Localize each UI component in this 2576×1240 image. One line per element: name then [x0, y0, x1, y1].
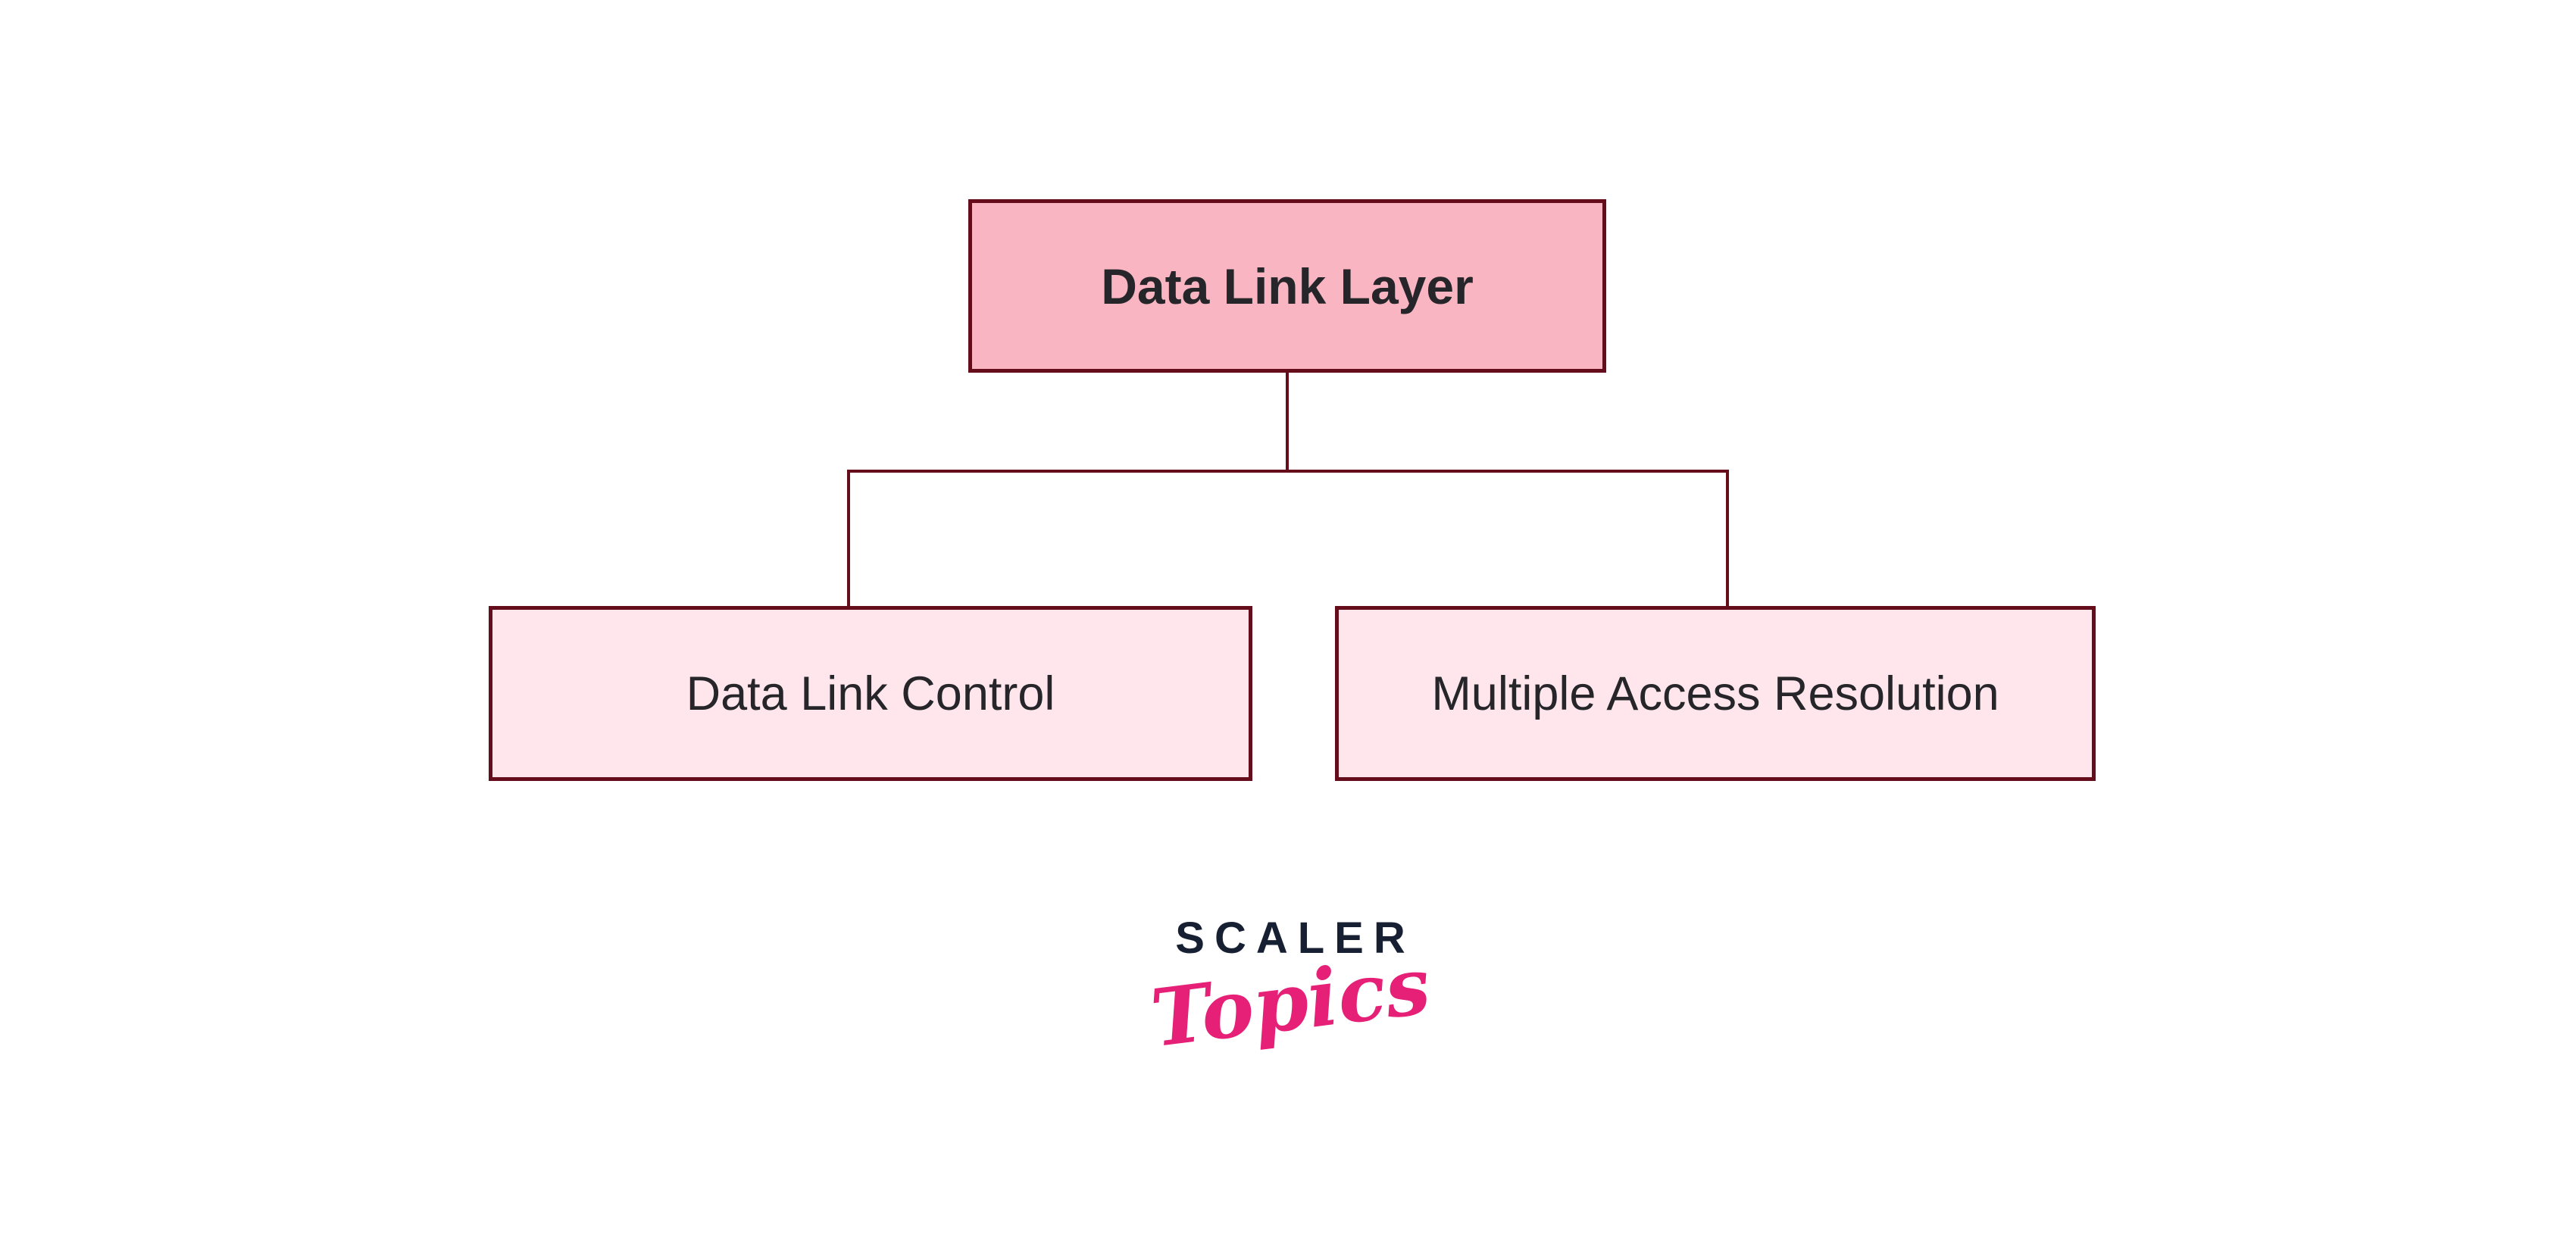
node-data-link-layer-label: Data Link Layer: [1101, 258, 1474, 314]
connector-drop-left: [847, 470, 850, 609]
node-data-link-control: Data Link Control: [489, 606, 1252, 781]
node-multiple-access-resolution-label: Multiple Access Resolution: [1431, 667, 1999, 720]
node-multiple-access-resolution: Multiple Access Resolution: [1335, 606, 2096, 781]
scaler-topics-logo: SCALER Topics: [1139, 913, 1442, 1065]
connector-stem: [1286, 373, 1289, 473]
node-data-link-control-label: Data Link Control: [686, 667, 1055, 720]
node-data-link-layer: Data Link Layer: [968, 199, 1606, 373]
logo-brand-text: SCALER: [1175, 914, 1415, 963]
connector-horizontal: [847, 470, 1729, 473]
connector-drop-right: [1726, 470, 1729, 609]
